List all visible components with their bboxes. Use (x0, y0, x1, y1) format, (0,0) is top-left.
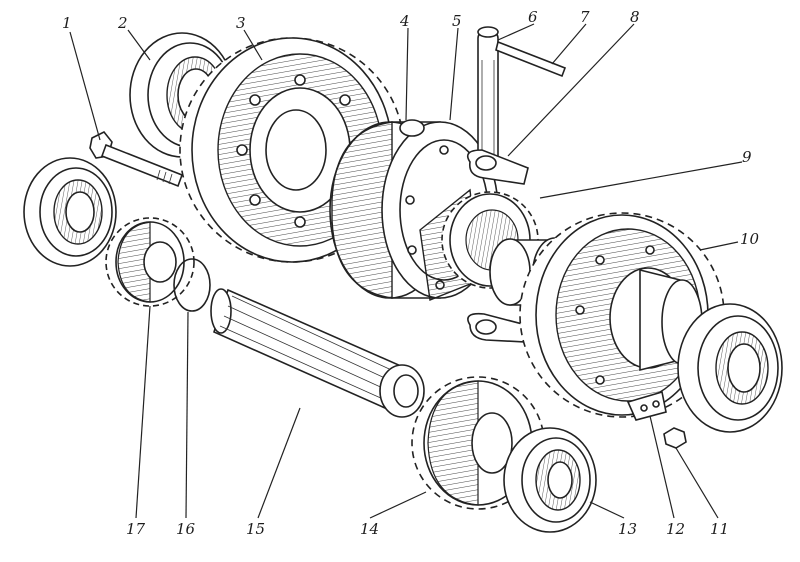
callout-2: 2 (117, 14, 128, 32)
part-1-bolt (89, 130, 184, 188)
callout-4: 4 (399, 12, 410, 30)
callout-16: 16 (176, 520, 196, 538)
part-13-bearing (503, 427, 597, 533)
callout-12: 12 (666, 520, 685, 538)
part-11-nut (663, 427, 687, 449)
part-17-small-gear (105, 217, 195, 307)
part-6-pin (477, 26, 499, 165)
callout-15: 15 (246, 520, 265, 538)
callout-6: 6 (528, 8, 538, 26)
callout-11: 11 (710, 520, 729, 538)
callout-labels: 1 2 3 4 5 6 7 8 9 10 11 12 13 14 15 16 1… (62, 8, 760, 538)
callout-14: 14 (360, 520, 379, 538)
callout-7: 7 (580, 8, 590, 26)
callout-17: 17 (126, 520, 146, 538)
gear-3-bolt-holes (236, 74, 366, 228)
callout-5: 5 (452, 12, 462, 30)
callout-3: 3 (236, 14, 246, 32)
part-4-differential-housing (329, 119, 499, 299)
callout-1: 1 (62, 14, 72, 32)
part-7-rod (495, 40, 567, 78)
part-15-splined-shaft (210, 288, 425, 418)
leader-lines (69, 23, 743, 519)
left-bearing (23, 157, 117, 267)
callout-13: 13 (618, 520, 637, 538)
callout-10: 10 (740, 230, 760, 248)
part-10-gear (519, 212, 725, 418)
callout-8: 8 (630, 8, 640, 26)
callout-9: 9 (742, 148, 752, 166)
part-12-lock-tab (626, 390, 667, 421)
right-bearing (677, 303, 783, 433)
part-16-snap-ring (173, 258, 211, 312)
part-8-lock-plate (466, 149, 529, 185)
